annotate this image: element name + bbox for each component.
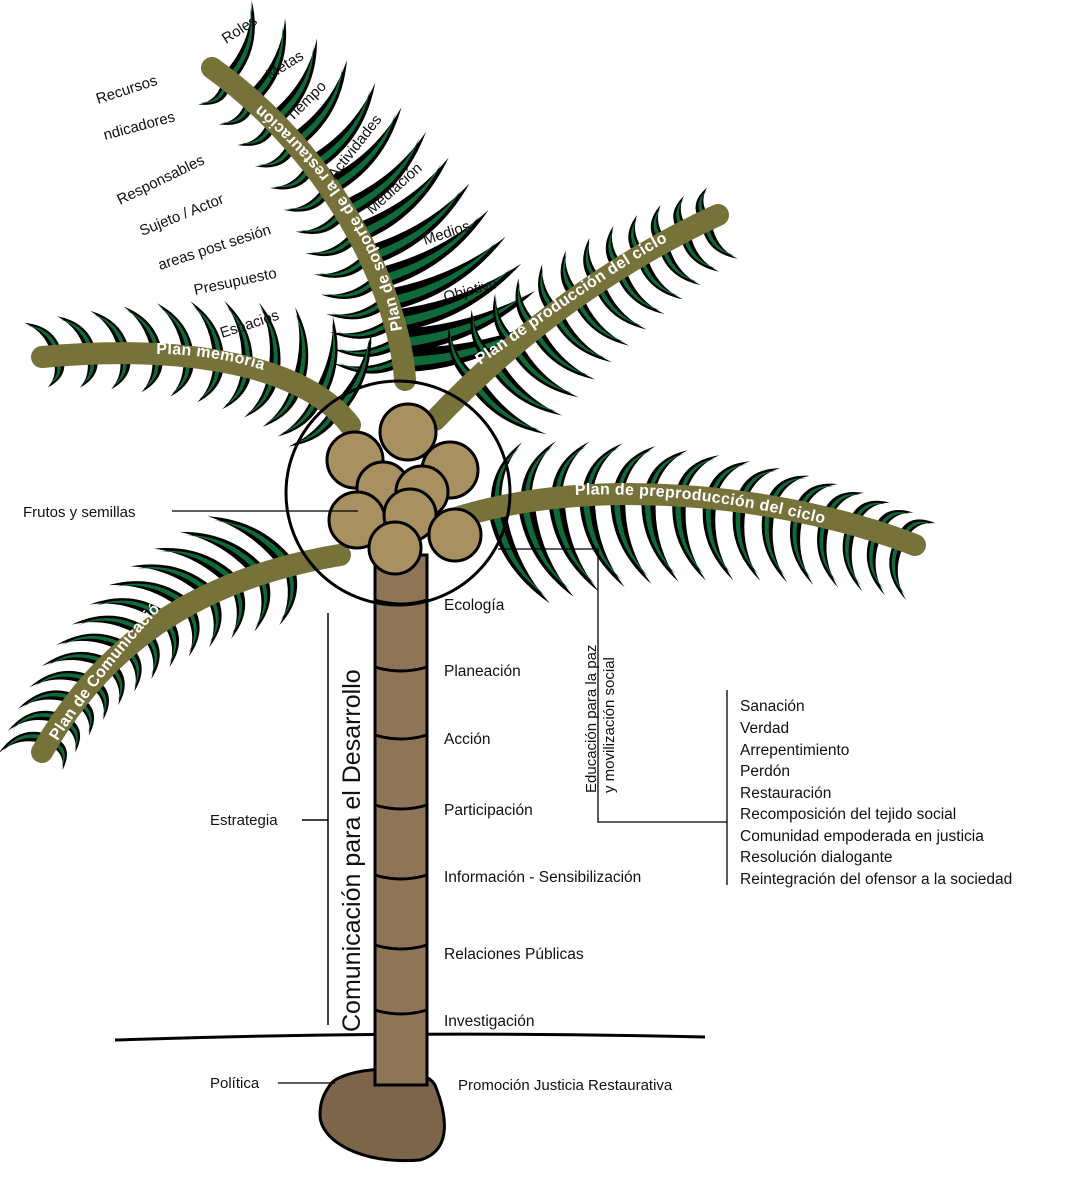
outcome-item: Verdad (740, 720, 789, 737)
education-line1: Educación para la paz (583, 645, 600, 793)
leaf-label-metas: Metas (263, 47, 307, 83)
fruit (429, 509, 481, 561)
outcome-item: Perdón (740, 763, 790, 780)
outcomes-list: Sanación Verdad Arrepentimiento Perdón R… (740, 698, 1012, 888)
outcome-item: Resolución dialogante (740, 849, 893, 866)
trunk-level-label: Planeación (444, 663, 521, 680)
education-line2: y movilización social (601, 657, 618, 793)
outcome-item: Comunidad empoderada en justicia (740, 828, 984, 845)
outcome-item: Sanación (740, 698, 805, 715)
leaf-label-recursos: Recursos (94, 72, 160, 108)
politica-label: Política (210, 1075, 260, 1092)
leaf-label-roles: Roles (219, 12, 260, 47)
trunk-level-label: Información - Sensibilización (444, 869, 641, 886)
fruit (369, 522, 421, 574)
strategy-label: Estrategia (210, 812, 278, 829)
leaf-label-responsables: Responsables (114, 152, 207, 209)
trunk-level-label: Acción (444, 731, 491, 748)
trunk-level-label: Relaciones Públicas (444, 946, 584, 963)
outcome-item: Restauración (740, 785, 831, 802)
branch-label-communication: Plan de Comunicación (47, 593, 171, 744)
trunk-level-label: Investigación (444, 1013, 534, 1030)
trunk-body (375, 555, 427, 1085)
outcome-item: Arrepentimiento (740, 742, 849, 759)
fruits-label: Frutos y semillas (23, 504, 136, 521)
trunk-level-label: Participación (444, 802, 533, 819)
leaf-label-sujeto: Sujeto / Actor (137, 191, 226, 240)
leaf-label-indicadores: ndicadores (102, 108, 177, 143)
leaf-label-presupuesto: Presupuesto (192, 265, 278, 299)
promocion-label: Promoción Justicia Restaurativa (458, 1077, 673, 1094)
outcome-item: Recomposición del tejido social (740, 806, 956, 823)
branch-label-communication-text: Plan de Comunicación (47, 593, 171, 744)
leaf-label-areas: areas post sesión (156, 221, 273, 274)
trunk-level-label: Ecología (444, 597, 505, 614)
outcome-item: Reintegración del ofensor a la sociedad (740, 871, 1012, 888)
strategy-title: Comunicación para el Desarrollo (338, 669, 366, 1032)
